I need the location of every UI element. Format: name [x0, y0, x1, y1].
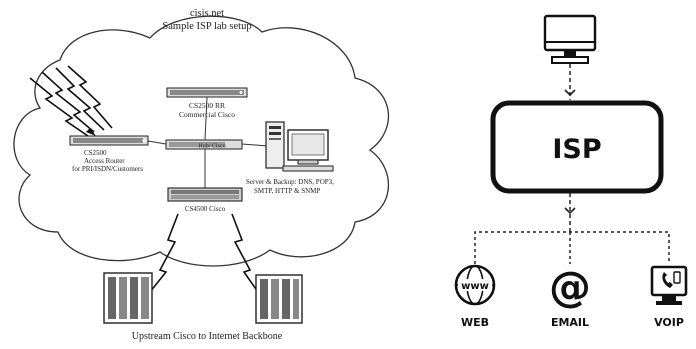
- isp-box: [490, 100, 664, 194]
- at-sign-icon: @: [549, 262, 591, 311]
- hub-label: Hub/ Cisco: [198, 144, 225, 150]
- access-router-label-2: Access Router: [84, 157, 125, 165]
- router-cs2500-rr: [166, 87, 248, 98]
- access-router-label-1: CS2500: [84, 149, 107, 157]
- isp-lab-diagram: cisis.net Sample ISP lab setup CS2500 RR…: [13, 8, 390, 342]
- access-router-label-3: for PRI/ISDN/Customers: [72, 165, 143, 173]
- isp-services-diagram: ISP www WEB @ EMAIL VOIP: [454, 14, 688, 329]
- link-rr-to-hub: [204, 96, 208, 141]
- access-router-cs2500: [69, 135, 149, 146]
- arrowhead-computer-to-isp: [564, 89, 576, 97]
- service-label-voip: VOIP: [654, 316, 684, 329]
- router-cs2500-rr-sublabel: Commercial Cisco: [179, 110, 235, 119]
- server-label-1: Server & Backup: DNS, POP3,: [246, 178, 334, 186]
- service-label-web: WEB: [461, 316, 489, 329]
- link-access-to-hub: [147, 140, 167, 145]
- upstream-rack-left: [103, 272, 153, 324]
- upstream-rack-right: [255, 274, 303, 324]
- lab-title: Sample ISP lab setup: [162, 21, 251, 32]
- upstream-caption: Upstream Cisco to Internet Backbone: [132, 331, 283, 342]
- service-branch-lines: [474, 231, 670, 264]
- globe-www-icon: www: [454, 264, 496, 306]
- isdn-lightning-lines: [29, 65, 113, 137]
- core-router-label: CS4500 Cisco: [185, 205, 226, 213]
- server-label-2: SMTP, HTTP & SNMP: [254, 187, 320, 195]
- svg-text:www: www: [461, 281, 489, 292]
- core-router-cs4500: [167, 187, 243, 202]
- isp-label: ISP: [552, 134, 601, 165]
- network-cloud: [13, 15, 390, 267]
- site-title: cisis.net: [190, 8, 224, 19]
- server-workstation: [265, 121, 334, 172]
- service-label-email: EMAIL: [551, 316, 589, 329]
- link-hub-to-server: [241, 143, 269, 147]
- arrowhead-isp-to-services: [564, 207, 576, 215]
- upstream-lightning-links: [149, 213, 259, 293]
- lightning-arrowheads: [86, 128, 96, 136]
- phone-screen-icon: [650, 265, 688, 305]
- computer-icon: [543, 14, 597, 64]
